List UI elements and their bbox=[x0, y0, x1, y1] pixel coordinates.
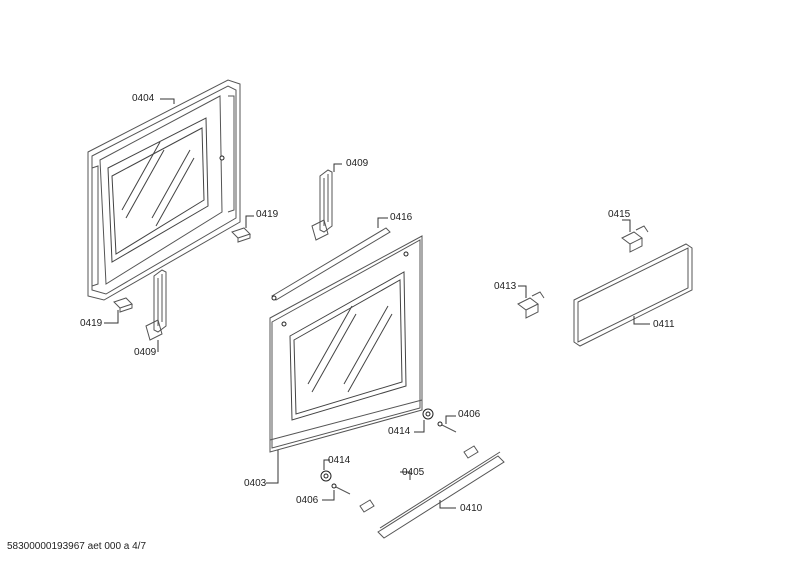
part-label-0419-left: 0419 bbox=[80, 318, 103, 329]
handle-bar bbox=[377, 451, 505, 539]
handle-panel bbox=[573, 243, 693, 347]
part-label-0416: 0416 bbox=[390, 212, 413, 223]
part-label-0413: 0413 bbox=[494, 281, 517, 292]
hinge-left bbox=[145, 269, 167, 341]
part-label-0406-lower: 0406 bbox=[296, 495, 319, 506]
part-label-0404: 0404 bbox=[132, 93, 155, 104]
part-label-0410: 0410 bbox=[460, 503, 483, 514]
part-label-0414-upper: 0414 bbox=[388, 426, 411, 437]
part-label-0409-right: 0409 bbox=[346, 158, 369, 169]
knob-lower bbox=[320, 470, 332, 482]
part-label-0415: 0415 bbox=[608, 209, 631, 220]
part-label-0405: 0405 bbox=[402, 467, 425, 478]
inner-door-panel bbox=[87, 79, 241, 301]
handle-mount-upper bbox=[463, 445, 479, 459]
clip-right bbox=[231, 227, 251, 243]
seal-strip bbox=[271, 227, 391, 301]
part-label-0409-left: 0409 bbox=[134, 347, 157, 358]
part-label-0406-upper: 0406 bbox=[458, 409, 481, 420]
leader-lines bbox=[104, 98, 650, 509]
outer-door-glass bbox=[269, 235, 423, 453]
screw-lower bbox=[331, 483, 351, 495]
part-label-0411: 0411 bbox=[653, 319, 675, 330]
handle-end-cap-right bbox=[621, 225, 649, 253]
part-label-0414-lower: 0414 bbox=[328, 455, 351, 466]
document-reference: 58300000193967 aet 000 a 4/7 bbox=[7, 541, 147, 552]
handle-end-cap-left bbox=[517, 291, 545, 319]
part-label-0419-right: 0419 bbox=[256, 209, 279, 220]
knob-upper bbox=[422, 408, 434, 420]
part-label-0403: 0403 bbox=[244, 478, 267, 489]
handle-mount-lower bbox=[359, 499, 375, 513]
screw-upper bbox=[437, 421, 457, 433]
hinge-right bbox=[311, 169, 333, 241]
clip-left bbox=[113, 297, 133, 313]
